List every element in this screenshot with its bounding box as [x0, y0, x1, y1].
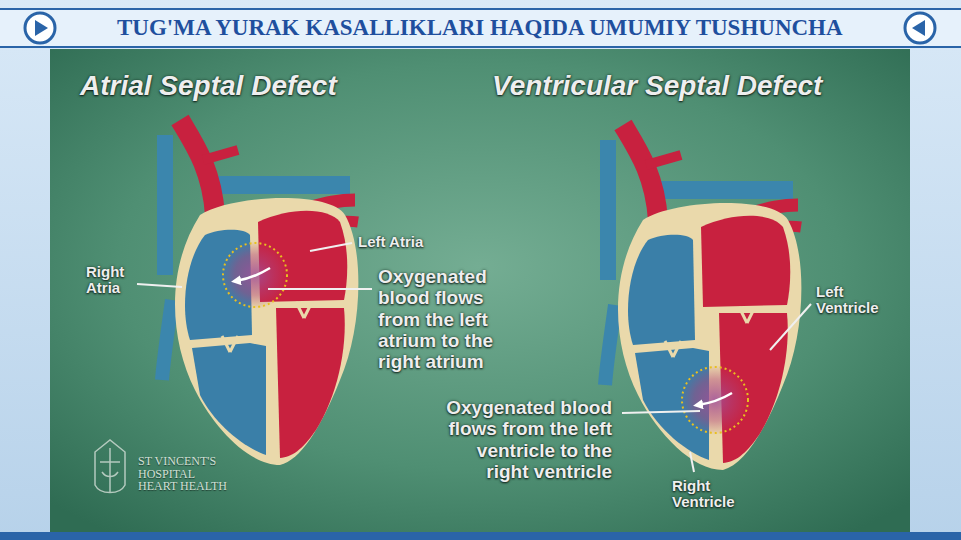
image-panel: [50, 49, 910, 532]
logo-text: ST VINCENT'S HOSPITAL HEART HEALTH: [138, 455, 230, 493]
heart-vsd: [605, 125, 801, 470]
defect-ring: [682, 367, 748, 433]
part-label: Left Ventricle: [816, 284, 896, 316]
back-button: [905, 13, 935, 43]
logo-icon: [95, 440, 125, 493]
slide-title: TUG'MA YURAK KASALLIKLARI HAQIDA UMUMIY …: [117, 15, 843, 41]
heart-asd: [162, 120, 358, 465]
flow-note: Oxygenated blood flows from the left atr…: [378, 266, 528, 372]
part-label: Right Atria: [86, 264, 138, 296]
play-button: [25, 13, 55, 43]
defect-ring: [223, 243, 287, 307]
part-label: Right Ventricle: [672, 478, 752, 510]
flow-arrow: [236, 268, 270, 281]
bottom-strip: [0, 532, 961, 540]
figure-heading: Atrial Septal Defect: [80, 70, 410, 102]
flow-arrow: [698, 393, 732, 405]
flow-note: Oxygenated blood flows from the left ven…: [436, 397, 612, 482]
title-bar: [0, 9, 961, 47]
part-label: Left Atria: [358, 234, 458, 250]
figure-heading: Ventricular Septal Defect: [492, 70, 902, 102]
